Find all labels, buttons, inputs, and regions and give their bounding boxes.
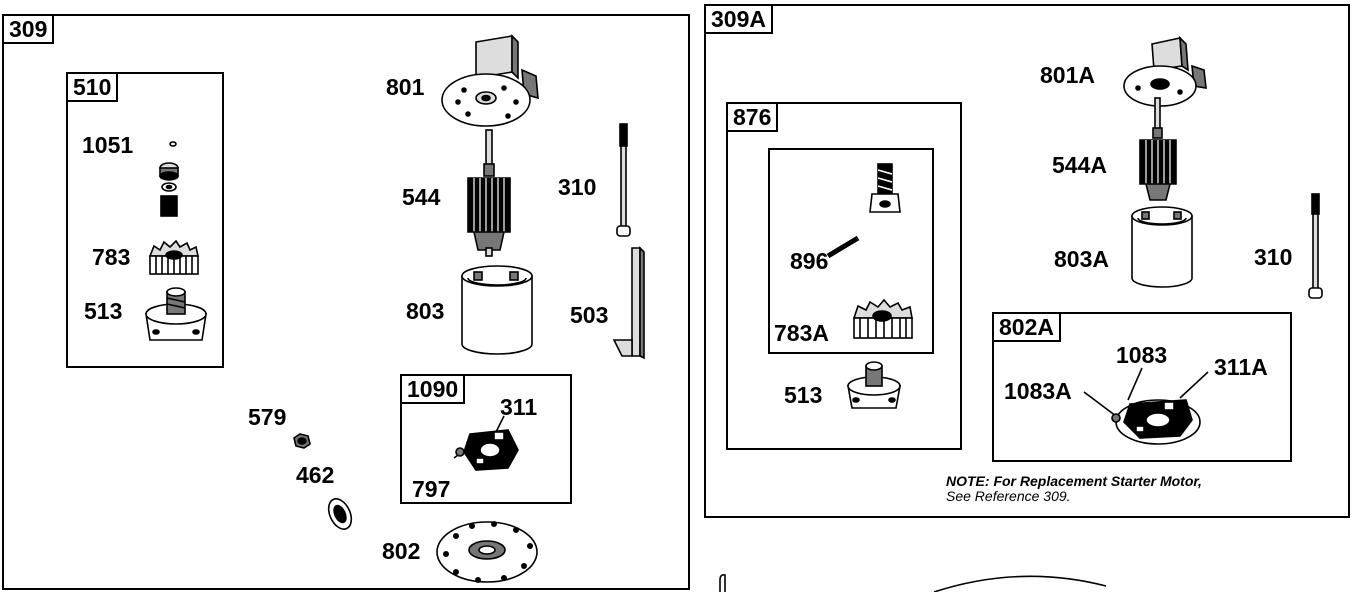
part-drawing-513 [145,287,207,341]
part-label-783: 783 [92,244,131,270]
part-label-803: 803 [406,298,445,324]
part-label-310: 310 [558,174,597,200]
part-label-579: 579 [248,404,287,430]
panel-309A: 309A 876 896 783A 513 801A 544A [704,4,1350,518]
part-drawing-783 [148,239,199,275]
part-drawing-803 [461,265,533,355]
kit-802A-box: 802A [992,312,1292,462]
part-drawing-801 [441,34,539,127]
kit-tag-510: 510 [66,72,119,102]
part-label-462: 462 [296,462,335,488]
part-label-801A: 801A [1040,62,1095,88]
part-label-1083: 1083 [1116,342,1168,368]
kit-tag-802A: 802A [992,312,1061,342]
part-label-896: 896 [790,248,829,274]
part-drawing-802A [1083,367,1209,445]
note-line-1: NOTE: For Replacement Starter Motor, [946,473,1202,489]
part-label-503: 503 [570,302,609,328]
note-line-2: See Reference 309. [946,488,1071,504]
kit-510-box: 510 [66,72,224,368]
part-label-544A: 544A [1052,152,1107,178]
clipped-part-drawing [719,574,726,592]
kit-tag-876: 876 [726,102,779,132]
part-drawing-801A [1123,35,1207,107]
panel-tag-309: 309 [2,14,55,44]
part-drawing-579 [293,433,311,449]
part-drawing-783A [852,298,913,339]
panel-tag-309A: 309A [704,4,773,34]
part-drawing-513-right [847,361,901,409]
kit-1090-box: 1090 [400,374,572,504]
replacement-note: NOTE: For Replacement Starter Motor, See… [946,474,1202,504]
part-drawing-876-pinion [869,163,901,213]
clipped-part-arc [933,575,1107,592]
part-label-311: 311 [500,394,538,420]
part-drawing-544 [467,129,511,257]
part-drawing-896 [826,235,860,259]
part-label-1051: 1051 [82,132,134,158]
part-drawing-803A [1131,206,1193,288]
part-drawing-544A [1139,97,1177,201]
kit-876-box: 876 [726,102,962,450]
part-drawing-1090 [453,415,519,471]
part-label-783A: 783A [774,320,829,346]
part-label-513-right: 513 [784,382,823,408]
panel-309: 309 510 1051 783 513 801 [2,14,690,590]
part-label-797: 797 [412,476,451,502]
part-label-544: 544 [402,184,441,210]
part-label-1083A: 1083A [1004,378,1072,404]
part-label-310-right: 310 [1254,244,1293,270]
part-drawing-462 [327,498,353,530]
part-drawing-1051 [159,141,179,217]
kit-876-inner-box [768,148,934,354]
part-label-802: 802 [382,538,421,564]
part-label-803A: 803A [1054,246,1109,272]
part-label-311A: 311A [1214,354,1268,380]
part-drawing-503 [612,246,645,360]
part-label-801: 801 [386,74,425,100]
part-drawing-802 [436,521,538,583]
part-drawing-310-right [1308,193,1323,299]
kit-tag-1090: 1090 [400,374,466,404]
part-drawing-310 [616,123,631,237]
part-label-513: 513 [84,298,123,324]
